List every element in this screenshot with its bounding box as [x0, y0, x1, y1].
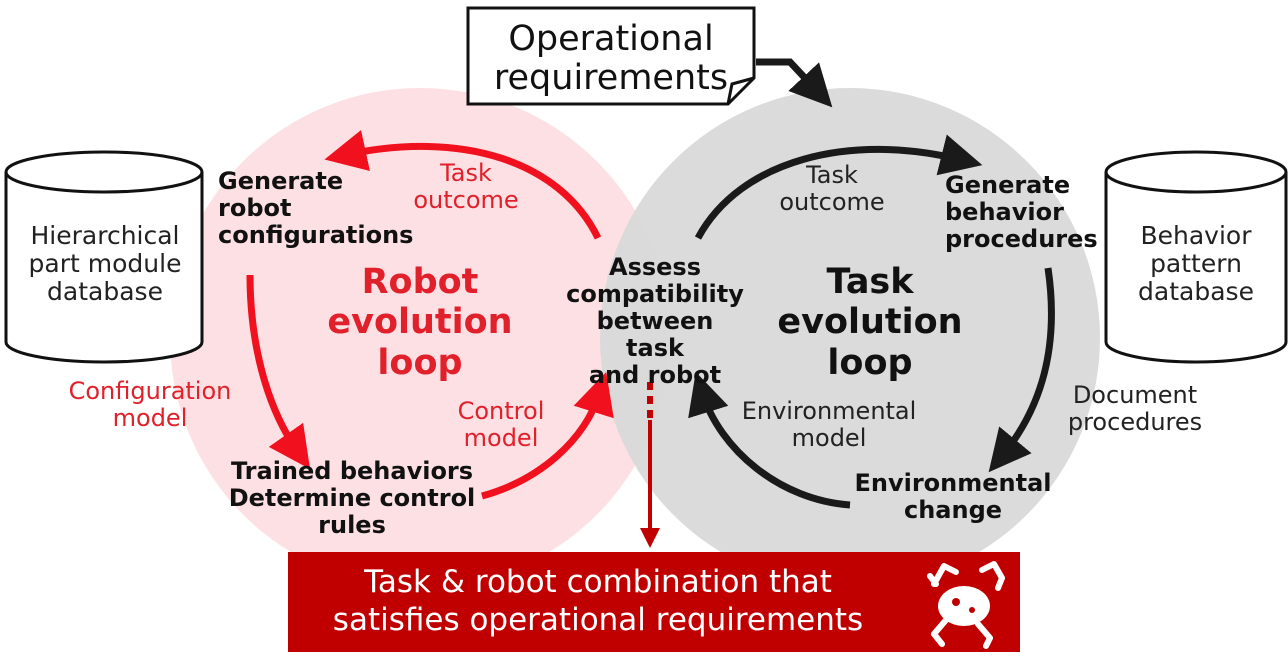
robot-task-outcome-label: Task outcome	[413, 159, 519, 214]
assess-compatibility-label: Assess compatibility between task and ro…	[566, 253, 744, 389]
generate-behavior-procedures: Generate behavior procedures	[945, 171, 1098, 253]
result-banner-text: Task & robot combination that satisfies …	[332, 564, 864, 638]
task-task-outcome-label: Task outcome	[779, 161, 885, 216]
red-arrow-configuration-model	[246, 274, 311, 470]
environmental-model-label: Environmental model	[741, 397, 917, 452]
robot-icon	[927, 561, 1005, 649]
control-model-label: Control model	[457, 397, 545, 452]
operational-requirements-label: Operational requirements	[493, 19, 729, 99]
environmental-change-label: Environmental change	[854, 469, 1052, 524]
left-database-cylinder-icon	[4, 150, 204, 364]
right-database-label: Behavior pattern database	[1138, 221, 1254, 306]
task-evolution-loop-title: Task evolution loop	[777, 262, 963, 383]
result-banner: Task & robot combination that satisfies …	[288, 552, 1020, 652]
operational-requirements-callout: Operational requirements	[466, 6, 756, 106]
generate-robot-configurations: Generate robot configurations	[218, 167, 414, 249]
configuration-model-label: Configuration model	[68, 377, 232, 432]
right-database-cylinder-icon	[1104, 150, 1288, 364]
dark-arrow-task-outcome	[694, 134, 983, 240]
dark-arrow-environmental-model	[688, 371, 851, 509]
red-arrow-task-outcome	[324, 130, 602, 240]
robot-evolution-loop-title: Robot evolution loop	[327, 262, 513, 383]
red-arrow-control-model	[481, 371, 614, 500]
trained-behaviors-label: Trained behaviors Determine control rule…	[228, 457, 476, 539]
left-database-label: Hierarchical part module database	[28, 221, 182, 306]
requirements-arrow	[756, 58, 833, 108]
task-loop-circle	[600, 88, 1100, 588]
document-procedures-label: Document procedures	[1067, 381, 1203, 436]
dark-arrow-document-procedures	[988, 267, 1055, 473]
